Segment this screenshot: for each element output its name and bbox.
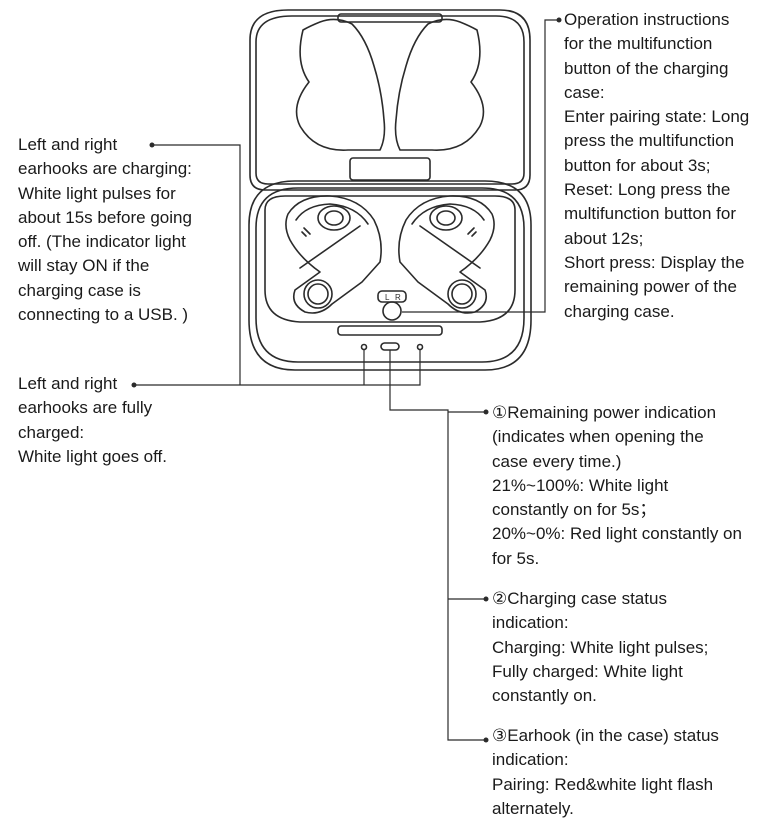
leader-button (402, 19, 559, 313)
callout-line: about 15s before going (18, 207, 192, 227)
callout-line: Short press: Display the (564, 252, 745, 272)
indicator-light-left (360, 343, 368, 351)
callout-line: Pairing: Red&white light flash (492, 774, 714, 794)
callout-line: Left and right (18, 135, 118, 154)
callout-line: constantly on. (492, 686, 597, 706)
callout-line: case every time.) (492, 451, 622, 471)
callout-line: Charging: White light pulses; (492, 637, 709, 657)
multifunction-button (382, 301, 402, 321)
left-earhook (285, 195, 382, 314)
callout-multifunction-button: Operation instructions for the multifunc… (564, 8, 749, 324)
callout-line: charged: (18, 422, 85, 442)
callout-line: 20%~0%: Red light constantly on (492, 524, 742, 544)
leader-usb (389, 350, 486, 741)
lid-right-ear-cavity (394, 18, 485, 151)
callout-line: case: (564, 82, 605, 102)
callout-line: indication: (492, 613, 569, 633)
left-label: L (385, 293, 390, 302)
dot-charging (149, 142, 155, 148)
callout-line: ②Charging case status (492, 589, 667, 608)
right-earhook (398, 195, 495, 314)
dot-ind3 (483, 737, 489, 743)
callout-line: off. (The indicator light (18, 232, 186, 252)
lr-badge (377, 290, 407, 303)
callout-line: about 12s; (564, 228, 644, 248)
case-lid (249, 9, 531, 191)
lid-left-ear-cavity (295, 18, 386, 151)
callout-line: White light pulses for (18, 183, 176, 203)
callout-line: alternately. (492, 798, 574, 818)
leader-charged (134, 350, 421, 386)
callout-remaining-power: ①Remaining power indication (indicates w… (492, 401, 742, 571)
indicator-light-right (416, 343, 424, 351)
callout-line: (indicates when opening the (492, 427, 704, 447)
callout-charged: Left and right earhooks are fully charge… (18, 372, 167, 469)
callout-line: multifunction button for (564, 204, 736, 224)
callout-line: for 5s. (492, 548, 540, 568)
leader-charging (152, 144, 241, 385)
callout-line: Reset: Long press the (564, 180, 731, 200)
callout-line: for the multifunction (564, 34, 713, 54)
callout-line: Operation instructions (564, 10, 730, 29)
callout-line: remaining power of the (564, 277, 737, 297)
callout-line: button of the charging (564, 58, 729, 78)
callout-line: Enter pairing state: Long (564, 107, 750, 127)
dot-charged (131, 382, 137, 388)
right-label: R (395, 293, 401, 302)
dot-ind1 (483, 409, 489, 415)
callout-line: White light goes off. (18, 446, 167, 466)
dot-ind2 (483, 596, 489, 602)
callout-line: earhooks are charging: (18, 159, 192, 179)
callout-line: charging case is (18, 280, 141, 300)
callout-line: ①Remaining power indication (492, 403, 717, 422)
callout-line: 21%~100%: White light (492, 475, 669, 495)
case-base (248, 180, 532, 371)
callout-line: constantly on for 5s； (492, 500, 657, 520)
callout-line: Fully charged: White light (492, 661, 683, 681)
usb-port (380, 342, 400, 351)
callout-case-status: ②Charging case status indication: Chargi… (492, 587, 708, 708)
callout-line: connecting to a USB. ) (18, 305, 189, 325)
callout-line: earhooks are fully (18, 398, 153, 418)
callout-line: press the multifunction (564, 131, 735, 151)
callout-charging: Left and right earhooks are charging: Wh… (18, 133, 192, 327)
callout-line: will stay ON if the (18, 256, 150, 276)
callout-line: button for about 3s; (564, 155, 711, 175)
callout-line: indication: (492, 750, 569, 770)
callout-line: charging case. (564, 301, 675, 321)
dot-button (556, 17, 562, 23)
callout-line: Left and right (18, 374, 118, 393)
callout-earhook-status: ③Earhook (in the case) status indication… (492, 724, 719, 821)
callout-line: ③Earhook (in the case) status (492, 726, 719, 745)
